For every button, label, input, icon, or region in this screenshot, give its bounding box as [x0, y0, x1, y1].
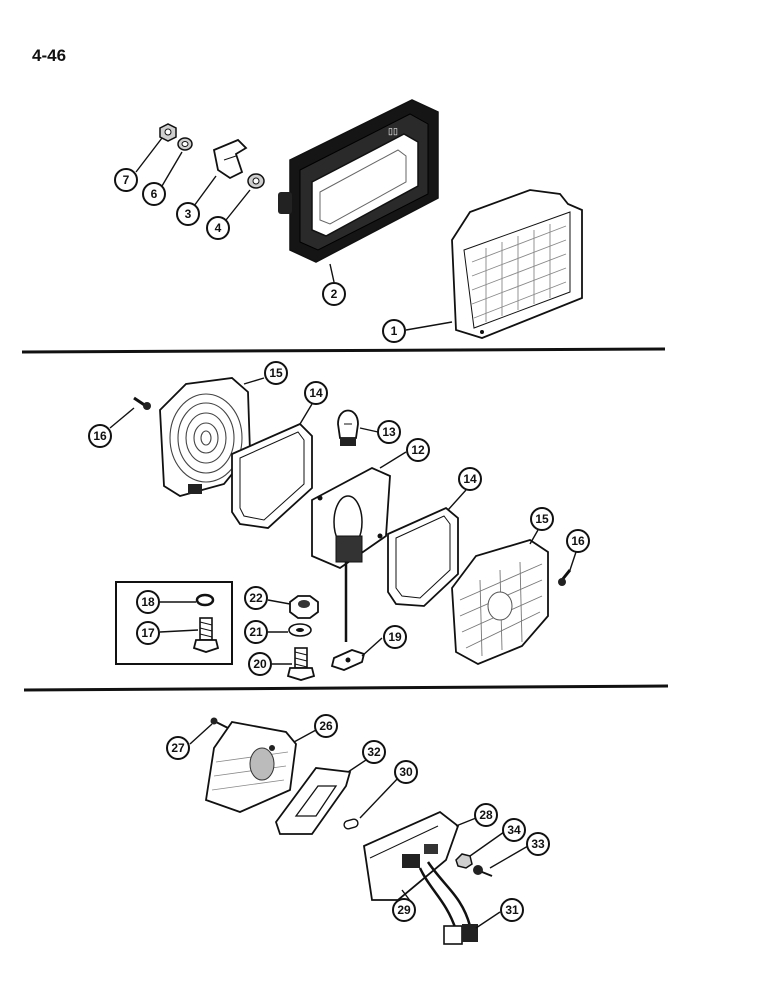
- svg-text:2: 2: [331, 287, 338, 301]
- screw-16-right-icon: [558, 569, 572, 586]
- svg-text:1: 1: [391, 324, 398, 338]
- bulb-13-icon: [337, 409, 359, 446]
- bracket-3-icon: [212, 138, 248, 180]
- lens-15-right-icon: [451, 539, 549, 665]
- svg-text:29: 29: [397, 903, 411, 917]
- callout-27: 27: [166, 736, 190, 760]
- svg-text:3: 3: [185, 207, 192, 221]
- washer-4-icon: [247, 173, 265, 189]
- gasket-32-icon: [274, 767, 352, 835]
- callout-30: 30: [394, 760, 418, 784]
- svg-text:21: 21: [249, 625, 263, 639]
- plate-19-icon: [330, 649, 366, 671]
- svg-text:14: 14: [309, 386, 323, 400]
- bulb-30-icon: [343, 818, 359, 830]
- callout-18: 18: [136, 590, 160, 614]
- callout-34: 34: [502, 818, 526, 842]
- sealed-beam-lamp-1-icon: [451, 189, 583, 339]
- washer-21-icon: [288, 623, 312, 637]
- callout-16-left: 16: [88, 424, 112, 448]
- svg-text:7: 7: [123, 173, 130, 187]
- page-number: 4-46: [32, 46, 67, 65]
- svg-text:6: 6: [151, 187, 158, 201]
- callout-14-right: 14: [458, 467, 482, 491]
- svg-text:22: 22: [249, 591, 263, 605]
- svg-text:4: 4: [215, 221, 222, 235]
- callout-26: 26: [314, 714, 338, 738]
- callout-33: 33: [526, 832, 550, 856]
- callout-22: 22: [244, 586, 268, 610]
- svg-text:12: 12: [411, 443, 425, 457]
- svg-text:16: 16: [93, 429, 107, 443]
- lens-26-icon: [204, 721, 297, 813]
- svg-text:16: 16: [571, 534, 585, 548]
- callout-31: 31: [500, 898, 524, 922]
- svg-text:31: 31: [505, 903, 519, 917]
- callout-7: 7: [114, 168, 138, 192]
- leader-lines: [109, 137, 577, 929]
- callout-29: 29: [392, 898, 416, 922]
- callout-32: 32: [362, 740, 386, 764]
- callout-17: 17: [136, 621, 160, 645]
- callout-20: 20: [248, 652, 272, 676]
- connector-31-icon: [443, 924, 478, 945]
- nut-34-icon: [455, 853, 473, 869]
- svg-text:14: 14: [463, 472, 477, 486]
- callout-15-right: 15: [530, 507, 554, 531]
- callout-12: 12: [406, 438, 430, 462]
- svg-text:19: 19: [388, 630, 402, 644]
- svg-text:33: 33: [531, 837, 545, 851]
- gasket-14-left-icon: [231, 422, 313, 529]
- gasket-14-right-icon: [387, 506, 459, 607]
- svg-text:13: 13: [382, 425, 396, 439]
- nut-22-icon: [289, 595, 319, 619]
- callout-1: 1: [382, 319, 406, 343]
- section-divider-bottom: [23, 684, 669, 692]
- screw-16-left-icon: [133, 396, 151, 410]
- callout-2: 2: [322, 282, 346, 306]
- harness-29-icon: [418, 861, 472, 931]
- svg-text:20: 20: [253, 657, 267, 671]
- bolt-17-icon: [192, 617, 220, 653]
- callout-28: 28: [474, 803, 498, 827]
- svg-text:30: 30: [399, 765, 413, 779]
- callout-6: 6: [142, 182, 166, 206]
- lamp-base-12-icon: [311, 466, 391, 642]
- lamp-body-28-icon: [363, 810, 460, 901]
- svg-text:28: 28: [479, 808, 493, 822]
- svg-text:15: 15: [269, 366, 283, 380]
- lamp-housing-2-icon: ▯▯: [278, 99, 439, 263]
- svg-text:17: 17: [141, 626, 155, 640]
- bolt-20-icon: [286, 647, 316, 681]
- callout-21: 21: [244, 620, 268, 644]
- svg-text:26: 26: [319, 719, 333, 733]
- callout-15-top: 15: [264, 361, 288, 385]
- callout-3: 3: [176, 202, 200, 226]
- callout-19: 19: [383, 625, 407, 649]
- section-divider-top: [21, 347, 666, 354]
- lock-washer-18-icon: [195, 593, 215, 607]
- callout-16-right: 16: [566, 529, 590, 553]
- svg-text:34: 34: [507, 823, 521, 837]
- lock-washer-6-icon: [177, 137, 193, 151]
- callout-4: 4: [206, 216, 230, 240]
- svg-text:15: 15: [535, 512, 549, 526]
- screw-33-icon: [473, 865, 493, 877]
- svg-text:18: 18: [141, 595, 155, 609]
- nut-7-icon: [159, 123, 177, 142]
- hardware-inset-box: [115, 581, 233, 665]
- svg-text:32: 32: [367, 745, 381, 759]
- callout-14-top: 14: [304, 381, 328, 405]
- callout-13: 13: [377, 420, 401, 444]
- svg-text:27: 27: [171, 741, 185, 755]
- svg-text:▯▯: ▯▯: [388, 126, 398, 136]
